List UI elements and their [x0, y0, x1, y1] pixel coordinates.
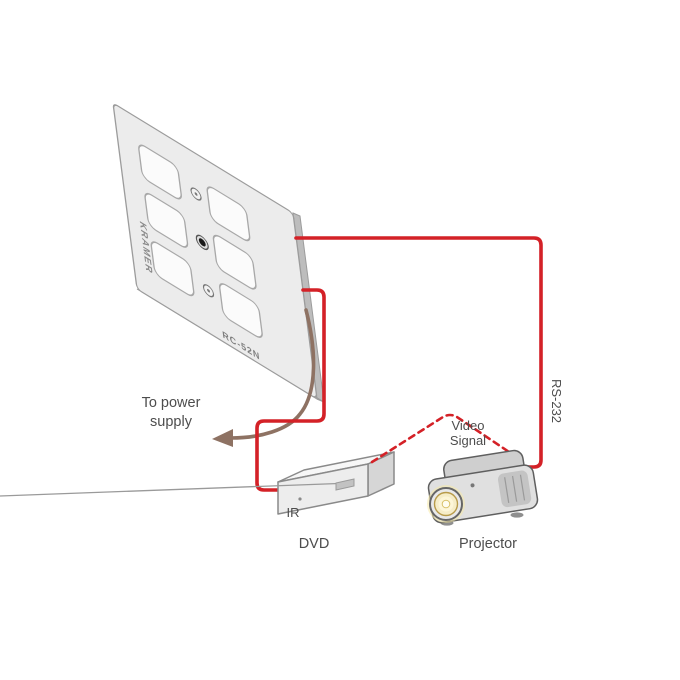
projector-indicator	[470, 483, 475, 488]
dvd-front-face	[277, 463, 369, 515]
keypad-panel: KRAMER RC-52N	[112, 104, 325, 403]
ir-label: IR	[287, 505, 300, 520]
power-label-line1: To power	[142, 395, 201, 411]
panel-button-6	[219, 283, 263, 338]
panel-button-1	[138, 144, 182, 200]
dvd-disc-slot	[0, 482, 353, 497]
projector-vent-2	[511, 475, 518, 502]
projector-device	[427, 449, 539, 526]
power-wire-path	[229, 308, 316, 440]
diagram-labels: To power supply RS-232 Video Signal IR D…	[142, 379, 564, 552]
video-signal-wire	[370, 413, 520, 464]
power-wire	[212, 308, 316, 447]
projector-foot-rear	[510, 512, 524, 518]
projector-vent-1	[504, 477, 510, 504]
rs232-label: RS-232	[549, 379, 564, 423]
video-label-line2: Signal	[450, 433, 486, 448]
panel-button-5	[150, 241, 195, 297]
power-arrowhead	[212, 429, 233, 447]
panel-screw-bottom	[202, 284, 215, 298]
power-label-line2: supply	[150, 414, 193, 430]
panel-button-4	[212, 234, 257, 290]
video-label-line1: Video	[451, 418, 484, 433]
panel-button-2	[206, 186, 251, 242]
dvd-player	[0, 451, 395, 515]
projector-label: Projector	[459, 536, 517, 552]
panel-button-3	[144, 192, 189, 248]
panel-screw-top	[190, 187, 202, 201]
dvd-power-button	[298, 497, 302, 501]
projector-lens	[427, 485, 465, 523]
dvd-label: DVD	[299, 536, 330, 552]
panel-jack	[195, 234, 209, 251]
rs232-wire	[294, 236, 543, 469]
dvd-display	[335, 478, 355, 491]
projector-vent-3	[519, 474, 526, 501]
